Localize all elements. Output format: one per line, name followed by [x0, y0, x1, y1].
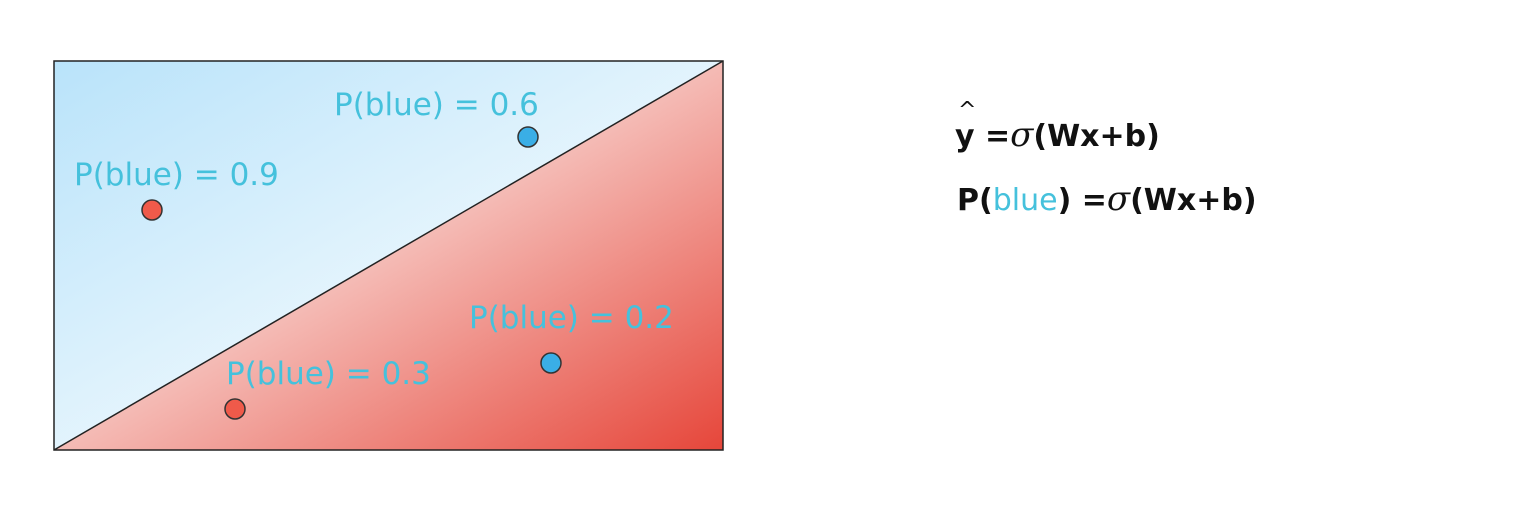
probability-label: P(blue) = 0.3	[226, 356, 431, 392]
probability-label: P(blue) = 0.9	[74, 157, 279, 193]
hat-accent: ^	[958, 98, 977, 123]
plot-frame	[53, 60, 724, 451]
data-point	[540, 352, 562, 374]
probability-prefix: P(	[957, 183, 993, 218]
equals-sign: =	[974, 119, 1011, 154]
y-variable: y	[955, 119, 975, 154]
prediction-formula: ^ y =σ(Wx+b)	[955, 100, 1160, 155]
sigmoid-args: (Wx+b)	[1033, 119, 1160, 154]
y-hat-symbol: ^ y	[955, 100, 976, 154]
data-point	[517, 126, 539, 148]
sigmoid-args: (Wx+b)	[1130, 183, 1257, 218]
decision-boundary	[53, 60, 724, 451]
probability-label: P(blue) = 0.2	[469, 300, 674, 336]
sigma-symbol: σ	[1010, 115, 1034, 155]
blue-word: blue	[992, 183, 1058, 218]
sigma-symbol: σ	[1106, 179, 1131, 219]
data-point	[141, 199, 163, 221]
probability-suffix: ) =	[1057, 183, 1107, 218]
data-point	[224, 398, 246, 420]
probability-label: P(blue) = 0.6	[334, 87, 539, 123]
probability-formula: P(blue) =σ(Wx+b)	[957, 182, 1257, 216]
